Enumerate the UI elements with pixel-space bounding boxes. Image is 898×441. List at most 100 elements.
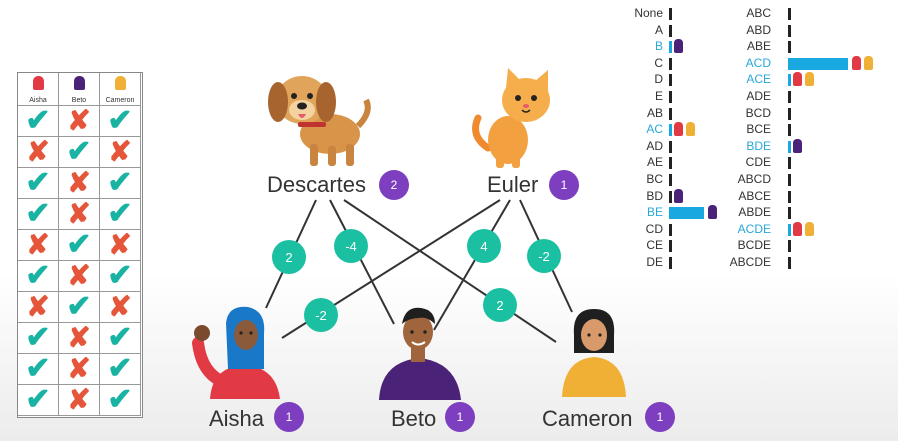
subset-tick [669, 157, 672, 170]
cross-icon: ✘ [67, 198, 91, 229]
subset-tick [788, 240, 791, 253]
weight-euler-cameron: -2 [527, 239, 561, 273]
subset-tick [669, 190, 672, 203]
subset-tick [669, 74, 672, 87]
grid-cell: ✔ [18, 168, 59, 199]
grid-cell: ✔ [100, 385, 141, 416]
check-icon: ✔ [107, 321, 133, 354]
subset-tick [669, 41, 672, 54]
subset-tick [788, 257, 791, 269]
grid-cell: ✘ [59, 354, 100, 385]
beto-label: Beto [391, 406, 437, 431]
check-icon: ✔ [25, 166, 51, 199]
weight-descartes-aisha: 2 [272, 240, 306, 274]
subset-label: B [654, 39, 663, 54]
grid-header-label: Aisha [29, 97, 47, 104]
subset-label: AC [646, 122, 663, 137]
subset-tick [669, 107, 672, 120]
grid-cell: ✔ [18, 261, 59, 292]
edge-descartes-beto [329, 199, 395, 325]
grid-cell: ✔ [59, 230, 100, 261]
subset-tick [788, 74, 791, 87]
grid-cell: ✔ [59, 137, 100, 168]
subset-tick [788, 190, 791, 203]
aisha-label: Aisha [209, 406, 265, 431]
aisha-mini-icon [674, 122, 683, 137]
subset-tick [788, 174, 791, 186]
grid-cell: ✔ [100, 261, 141, 292]
cameron-mini-icon [864, 55, 873, 70]
grid-cell: ✘ [59, 106, 100, 137]
cross-icon: ✘ [108, 291, 132, 322]
subset-tick [669, 174, 672, 186]
weight-descartes-cameron: 2 [483, 288, 517, 322]
subset-label: AB [646, 105, 663, 120]
grid-cell: ✔ [100, 354, 141, 385]
subset-tick [669, 257, 672, 269]
grid-cell: ✘ [59, 385, 100, 416]
check-icon: ✔ [107, 197, 133, 230]
check-icon: ✔ [25, 104, 51, 137]
subset-label: C [654, 55, 663, 70]
check-icon: ✔ [66, 228, 92, 261]
subset-label: CDE [745, 155, 771, 170]
beto-mini-icon [708, 205, 717, 220]
check-icon: ✔ [107, 352, 133, 385]
grid-cell: ✘ [59, 323, 100, 354]
subset-tick [669, 8, 672, 20]
subset-label: ACDE [737, 221, 771, 236]
subset-label: ABE [746, 39, 771, 54]
subset-tick [788, 140, 791, 153]
dog-descartes-icon [268, 76, 371, 166]
descartes-count-badge: 2 [379, 170, 409, 200]
subset-label: ADE [746, 89, 771, 103]
subset-label: ACD [745, 55, 771, 70]
subset-label: ABDE [738, 205, 771, 220]
subset-tick [788, 223, 791, 236]
subset-label: A [654, 22, 663, 37]
cameron-mini-icon [805, 72, 814, 87]
grid-cell: ✔ [100, 168, 141, 199]
grid-header-aisha: Aisha [18, 73, 59, 106]
subset-vote-bar [669, 207, 704, 220]
beto-count-badge: 1 [445, 402, 475, 432]
beto-mini-icon [74, 76, 85, 90]
grid-cell: ✔ [18, 199, 59, 230]
cameron-mini-icon [115, 76, 126, 90]
cross-icon: ✘ [67, 384, 91, 415]
subset-label: BCD [745, 105, 771, 120]
subset-label: ABCD [737, 172, 771, 186]
edge-descartes-cameron [343, 199, 557, 343]
cross-icon: ✘ [108, 229, 132, 260]
subset-label: CD [645, 221, 663, 236]
cameron-avatar-icon [562, 309, 626, 397]
grid-header-cameron: Cameron [100, 73, 141, 106]
grid-cell: ✘ [59, 199, 100, 230]
beto-mini-icon [674, 188, 683, 203]
subset-label: ABD [746, 22, 771, 37]
check-icon: ✔ [25, 197, 51, 230]
subset-label: CE [646, 238, 663, 253]
subset-label: BD [646, 188, 663, 203]
cameron-label: Cameron [542, 406, 633, 431]
subset-tick [788, 207, 791, 220]
aisha-avatar-icon [192, 306, 280, 399]
cross-icon: ✘ [26, 136, 50, 167]
beto-mini-icon [674, 39, 683, 54]
subset-label: AD [646, 138, 663, 153]
beto-mini-icon [793, 138, 802, 153]
grid-cell: ✘ [100, 137, 141, 168]
check-icon: ✔ [107, 104, 133, 137]
aisha-count-badge: 1 [274, 402, 304, 432]
beto-avatar-icon [379, 307, 461, 400]
grid-header-label: Beto [71, 97, 87, 104]
cross-icon: ✘ [26, 229, 50, 260]
subset-label: AE [646, 155, 663, 170]
aisha-mini-icon [852, 55, 861, 70]
subset-label: BCDE [737, 238, 771, 253]
cameron-count-badge: 1 [645, 402, 675, 432]
grid-cell: ✔ [18, 385, 59, 416]
subset-tick [788, 107, 791, 120]
cross-icon: ✘ [67, 167, 91, 198]
